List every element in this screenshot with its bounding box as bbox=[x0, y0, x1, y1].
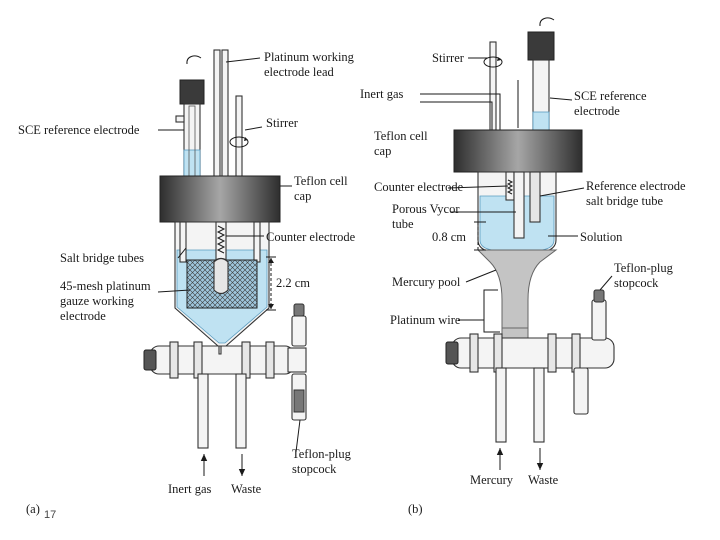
panel-a-tag: (a) bbox=[26, 502, 40, 516]
dimension-0-8cm bbox=[474, 221, 486, 251]
label-stopcock-b-1: Teflon-plug bbox=[614, 261, 674, 275]
bottom-manifold-b bbox=[445, 333, 615, 443]
label-teflon-cap-b-1: Teflon cell bbox=[374, 129, 428, 143]
sce-electrode-b bbox=[517, 17, 555, 131]
label-gauze-2: gauze working bbox=[60, 294, 135, 308]
page-number: 17 bbox=[44, 509, 56, 521]
label-counter-electrode-b: Counter electrode bbox=[374, 180, 464, 194]
cell-body-b bbox=[477, 171, 557, 253]
teflon-cap-b bbox=[453, 129, 583, 173]
label-platinum-lead-2: electrode lead bbox=[264, 65, 334, 79]
label-sce-a: SCE reference electrode bbox=[18, 123, 140, 137]
label-waste-a: Waste bbox=[231, 482, 262, 496]
label-waste-b: Waste bbox=[528, 473, 559, 487]
label-mercury-b: Mercury bbox=[470, 473, 514, 487]
label-teflon-cap-a-2: cap bbox=[294, 189, 311, 203]
label-stopcock-a-1: Teflon-plug bbox=[292, 447, 352, 461]
label-stopcock-a-2: stopcock bbox=[292, 462, 337, 476]
label-dimension-a: 2.2 cm bbox=[276, 276, 310, 290]
label-stirrer-b: Stirrer bbox=[432, 51, 465, 65]
panel-b: Stirrer Inert gas SCE reference electrod… bbox=[360, 17, 686, 516]
label-stopcock-b-2: stopcock bbox=[614, 276, 659, 290]
platinum-wire-b bbox=[483, 289, 500, 333]
label-salt-bridge: Salt bridge tubes bbox=[60, 251, 144, 265]
sce-electrode-a bbox=[175, 55, 205, 177]
label-solution: Solution bbox=[580, 230, 623, 244]
label-platinum-wire: Platinum wire bbox=[390, 313, 461, 327]
panel-a: Platinum working electrode lead SCE refe… bbox=[18, 49, 356, 521]
label-gauze-3: electrode bbox=[60, 309, 106, 323]
teflon-cap-a bbox=[159, 175, 281, 223]
label-mercury-pool: Mercury pool bbox=[392, 275, 461, 289]
label-teflon-cap-b-2: cap bbox=[374, 144, 391, 158]
label-sce-b-1: SCE reference bbox=[574, 89, 647, 103]
label-gauze-1: 45-mesh platinum bbox=[60, 279, 151, 293]
label-ref-bridge-2: salt bridge tube bbox=[586, 194, 664, 208]
label-inert-gas-a: Inert gas bbox=[168, 482, 212, 496]
label-platinum-lead-1: Platinum working bbox=[264, 50, 355, 64]
label-stirrer-a: Stirrer bbox=[266, 116, 299, 130]
stopcock-b bbox=[591, 289, 607, 341]
label-sce-b-2: electrode bbox=[574, 104, 620, 118]
label-dimension-b: 0.8 cm bbox=[432, 230, 466, 244]
panel-b-tag: (b) bbox=[408, 502, 423, 516]
leader-lines-b bbox=[447, 57, 613, 321]
label-inert-gas-b: Inert gas bbox=[360, 87, 404, 101]
inert-gas-inlet-b bbox=[420, 93, 501, 130]
platinum-gauze-electrode bbox=[186, 257, 258, 309]
label-vycor-1: Porous Vycor bbox=[392, 202, 460, 216]
label-ref-bridge-1: Reference electrode bbox=[586, 179, 686, 193]
label-counter-electrode-a: Counter electrode bbox=[266, 230, 356, 244]
dimension-2-2cm bbox=[266, 256, 276, 311]
stirrer-b bbox=[483, 41, 503, 131]
label-teflon-cap-a-1: Teflon cell bbox=[294, 174, 348, 188]
label-vycor-2: tube bbox=[392, 217, 414, 231]
stirrer-a bbox=[229, 95, 249, 179]
bottom-manifold-a bbox=[143, 341, 307, 449]
stopcock-a bbox=[291, 303, 307, 421]
leader-lines-a bbox=[157, 57, 301, 453]
